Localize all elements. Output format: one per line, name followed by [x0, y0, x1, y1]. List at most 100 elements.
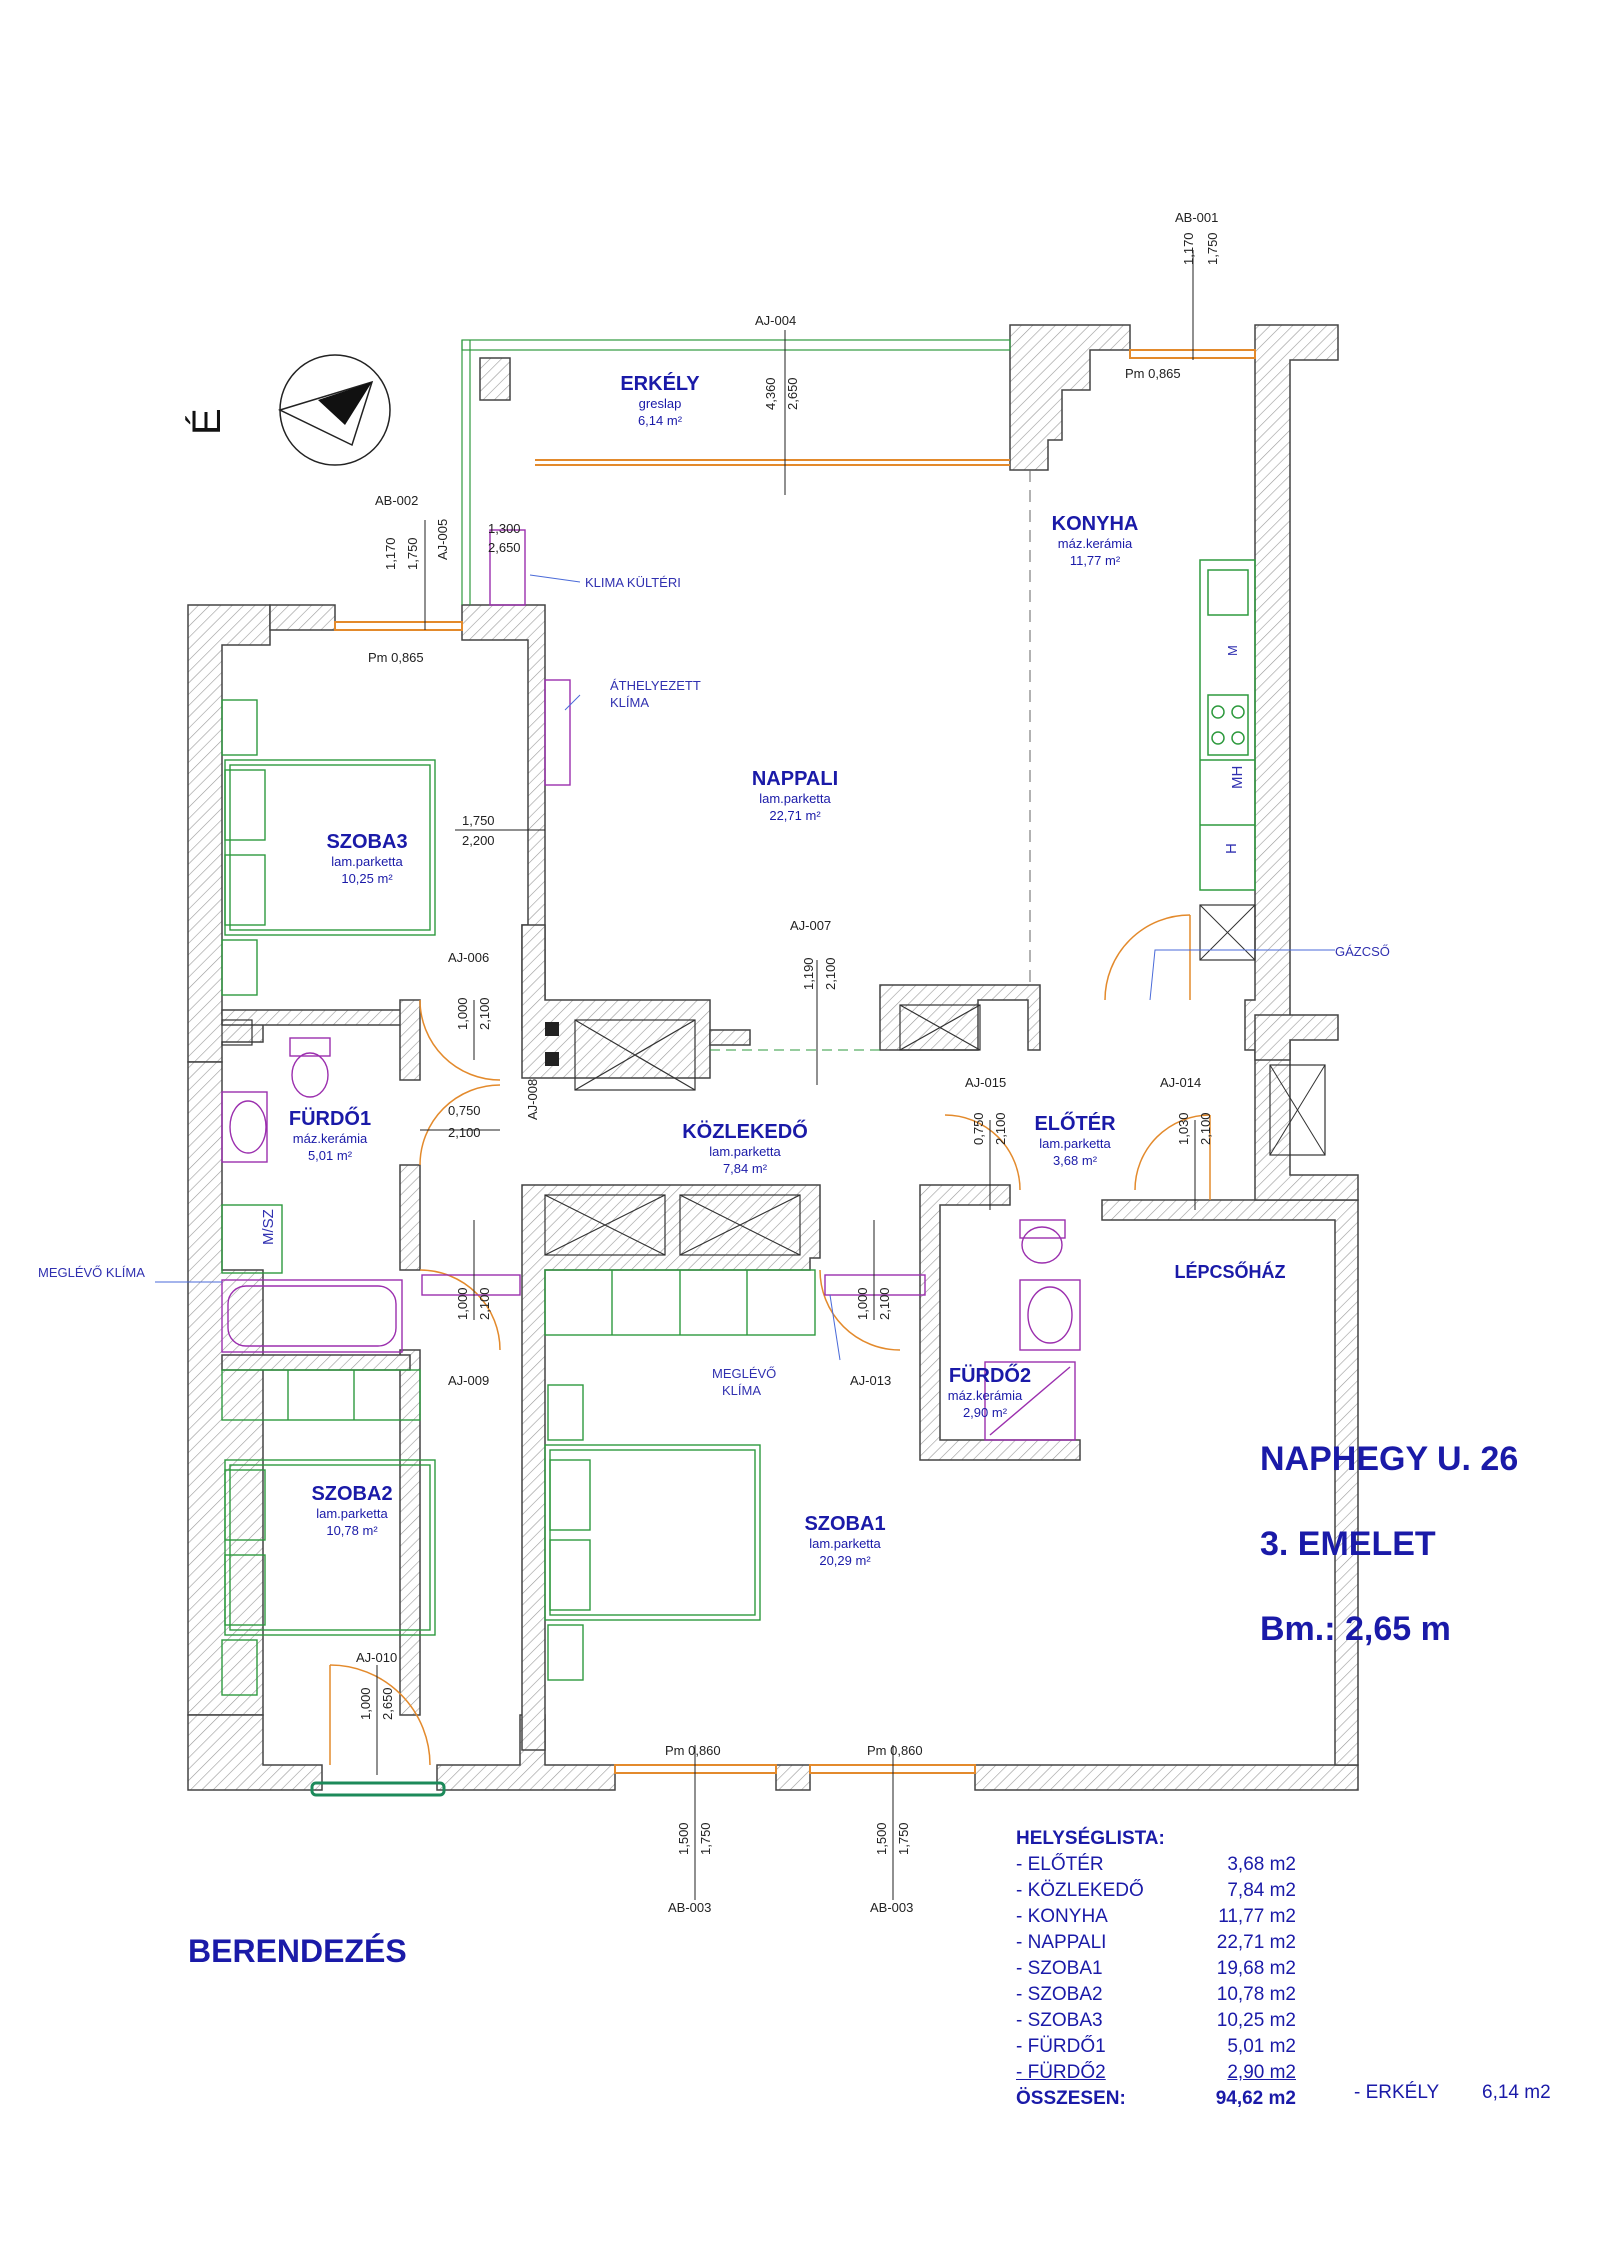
dim-label: 1,500	[676, 1822, 691, 1855]
balcony-pillar	[479, 357, 511, 401]
sanitary	[221, 529, 1081, 1441]
bed-szoba3	[224, 759, 436, 936]
room-list-name: - SZOBA1	[1016, 1958, 1103, 1979]
code-label: AJ-009	[448, 1373, 489, 1388]
room-list-area: 3,68 m2	[1227, 1854, 1296, 1875]
dim-label: 2,100	[477, 1287, 492, 1320]
dim-label: 0,750	[448, 1103, 481, 1118]
code-label: AJ-005	[435, 519, 450, 560]
klima-existing-label: MEGLÉVŐ KLÍMA	[38, 1265, 145, 1280]
room-list-name: - KÖZLEKEDŐ	[1016, 1880, 1144, 1901]
room-floor: lam.parketta	[316, 1506, 388, 1521]
room-name: SZOBA1	[804, 1513, 885, 1535]
dim-label: 2,100	[477, 997, 492, 1030]
wall-right-stair	[1254, 1014, 1339, 1061]
dim-label: 1,170	[383, 537, 398, 570]
room-list-total-value: 94,62 m2	[1215, 2088, 1296, 2109]
room-list-balcony-name: - ERKÉLY	[1354, 2082, 1440, 2103]
room-list-name: - NAPPALI	[1016, 1932, 1107, 1953]
klima-existing-label-1: MEGLÉVŐ	[712, 1366, 776, 1381]
room-floor: lam.parketta	[759, 791, 831, 806]
code-label: AJ-014	[1160, 1075, 1201, 1090]
kitchen-sink	[1207, 569, 1249, 616]
wall-bottom-left	[187, 1714, 323, 1791]
code-label: AJ-010	[356, 1650, 397, 1665]
wall-left	[187, 604, 271, 1063]
washer-bath1	[221, 1204, 283, 1274]
room-list-name: - FÜRDŐ1	[1016, 2036, 1106, 2057]
wall-inner-left	[221, 1009, 411, 1026]
codes: AB-001 AB-002 AJ-004 AJ-005 AJ-006 AJ-00…	[356, 210, 1220, 1915]
room-list-area: 11,77 m2	[1218, 1906, 1296, 1927]
dim-label: 4,360	[763, 377, 778, 410]
gas-pipe-label: GÁZCSŐ	[1335, 944, 1390, 959]
klima-meglevo-1	[421, 1274, 521, 1296]
room-name: FÜRDŐ2	[949, 1364, 1031, 1387]
room-list-balcony-area: 6,14 m2	[1482, 2082, 1551, 2103]
room-name: NAPPALI	[752, 768, 838, 790]
fridge-label-h: H	[1223, 843, 1240, 854]
room-floor: máz.kerámia	[948, 1388, 1023, 1403]
room-name: FÜRDŐ1	[289, 1107, 371, 1130]
code-label: AB-003	[668, 1900, 711, 1915]
room-area: 7,84 m²	[723, 1161, 768, 1176]
dim-label: 1,000	[855, 1287, 870, 1320]
wall-top-right	[1009, 324, 1131, 471]
dim-label: 1,190	[801, 957, 816, 990]
shower-bath2	[984, 1361, 1076, 1441]
bed-szoba2	[224, 1459, 436, 1636]
wall-shaft-mini	[709, 1029, 751, 1046]
room-floor: greslap	[639, 396, 682, 411]
room-name: SZOBA3	[326, 831, 407, 853]
room-list-area: 19,68 m2	[1216, 1958, 1296, 1979]
north-label: É	[184, 408, 229, 435]
code-label: AJ-004	[755, 313, 796, 328]
dim-label: 2,100	[823, 957, 838, 990]
shaft-kitchen	[1199, 904, 1256, 961]
ceiling-height: Bm.: 2,65 m	[1260, 1610, 1451, 1648]
code-label: AJ-015	[965, 1075, 1006, 1090]
dim-label: 1,000	[455, 1287, 470, 1320]
section-title: BERENDEZÉS	[188, 1933, 407, 1969]
wall-right-lower	[1101, 1199, 1359, 1766]
room-list-total-label: ÖSSZESEN:	[1016, 2088, 1126, 2109]
code-label: AJ-013	[850, 1373, 891, 1388]
wall-shaft-left	[521, 924, 711, 1079]
wall-inner-left-3	[399, 1164, 421, 1271]
annotation-labels: GÁZCSŐ KLIMA KÜLTÉRI ÁTHELYEZETT KLÍMA M…	[38, 575, 1390, 1398]
klima-moved-label-1: ÁTHELYEZETT	[610, 678, 701, 693]
sink-bath1	[221, 1091, 268, 1163]
north-compass: É	[184, 354, 391, 466]
dim-label: 2,100	[448, 1125, 481, 1140]
dim-label: 1,750	[405, 537, 420, 570]
room-area: 10,25 m²	[341, 871, 393, 886]
kitchen-counter	[1199, 559, 1256, 891]
dim-label: 2,650	[785, 377, 800, 410]
kitchen-hob	[1207, 694, 1249, 756]
door-aj014	[1134, 1114, 1211, 1191]
room-list-item: - SZOBA1 19,68 m2	[1016, 1956, 1596, 1982]
room-list-area: 22,71 m2	[1216, 1932, 1296, 1953]
furniture	[221, 699, 816, 1696]
klima-moved-label-2: KLÍMA	[610, 695, 649, 710]
room-area: 3,68 m²	[1053, 1153, 1098, 1168]
wardrobe-szoba2	[221, 1369, 421, 1421]
bathtub	[221, 1279, 403, 1353]
toilet-bath2	[1019, 1219, 1066, 1239]
dim-label: 1,170	[1181, 232, 1196, 265]
sink-bath2	[1019, 1279, 1081, 1351]
klima-kulteri-label: KLIMA KÜLTÉRI	[585, 575, 681, 590]
room-list-area: 10,78 m2	[1216, 1984, 1296, 2005]
dim-label: 1,750	[1205, 232, 1220, 265]
room-area: 6,14 m²	[638, 413, 683, 428]
wall-mid-right	[919, 1184, 1081, 1461]
dim-label: 1,030	[1176, 1112, 1191, 1145]
room-labels: ERKÉLY greslap 6,14 m² KONYHA máz.kerámi…	[289, 372, 1286, 1568]
floor-title: 3. EMELET	[1260, 1525, 1436, 1563]
code-label: AJ-006	[448, 950, 489, 965]
room-list-area: 5,01 m2	[1227, 2036, 1296, 2057]
dim-label: 0,750	[971, 1112, 986, 1145]
